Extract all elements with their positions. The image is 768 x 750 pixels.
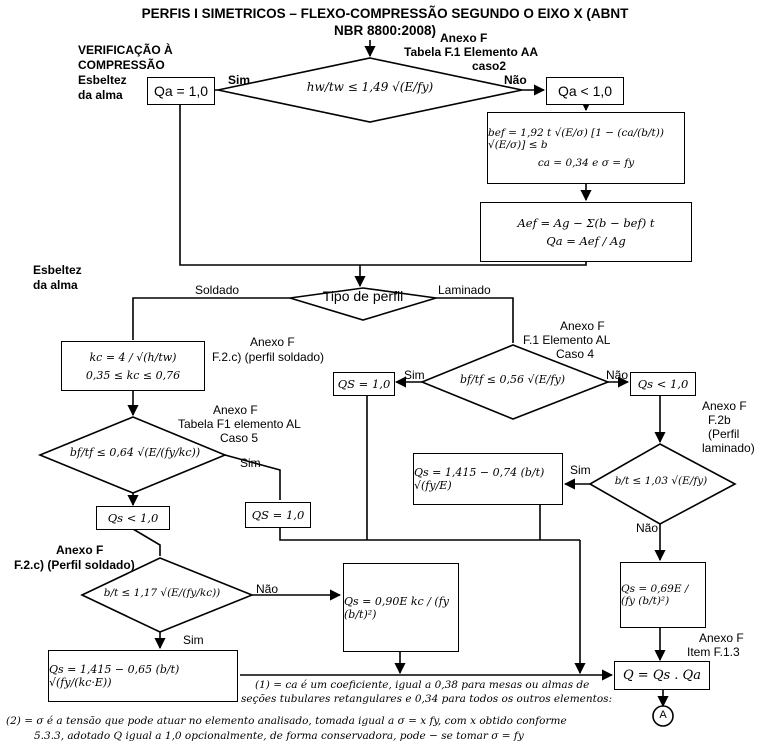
anexo-al5-3: Caso 5 (220, 431, 259, 445)
label-nao-117: Não (256, 582, 279, 596)
alma-label: da alma (33, 278, 78, 292)
box-qs-solo-text: Qs = 1,415 − 0,65 (b/t) √(fy/(kc·E)) (49, 663, 180, 689)
box-qslt1-left-text: Qs < 1,0 (107, 511, 159, 525)
anexo-f2c-bold-2: F.2.c) (Perfil soldado) (14, 558, 135, 572)
box-qs1-left: QS = 1,0 (245, 502, 311, 528)
anexo-f13-2: Item F.1.3 (687, 645, 740, 659)
title-line2: NBR 8800:2008) (333, 23, 437, 38)
label-nao-f2b: Não (636, 521, 659, 535)
box-qs-069: Qs = 0,69E / (fy (b/t)²) (620, 562, 706, 628)
anexo-f2c-top-2: F.2.c) (perfil soldado) (212, 350, 325, 364)
box-qa-1: Qa = 1,0 (147, 77, 215, 105)
box-qa-lt-1-text: Qa < 1,0 (557, 83, 613, 99)
anexo-f2b-3: (Perfil (708, 427, 740, 441)
d117-formula: b/t ≤ 1,17 √(E/(fy/kc)) (103, 587, 221, 599)
label-nao-1: Não (504, 73, 527, 87)
note-1a: (1) = ca é um coeficiente, igual a 0,38 … (255, 679, 590, 691)
qa-formula: Qa = Aef / Ag (546, 234, 626, 248)
bef-formula: bef = 1,92 t √(E/σ) [1 − (ca/(b/t)) √(E/… (488, 127, 664, 151)
box-qa-1-text: Qa = 1,0 (153, 83, 209, 99)
header-compressao: COMPRESSÃO (78, 58, 165, 72)
box-aef: Aef = Ag − Σ(b − bef) t Qa = Aef / Ag (480, 202, 692, 262)
box-q: Q = Qs . Qa (614, 661, 710, 690)
label-sim-f2b: Sim (570, 463, 591, 477)
decision-web-slenderness (217, 57, 523, 123)
f2b-formula: b/t ≤ 1,03 √(E/fy) (614, 475, 708, 487)
box-kc: kc = 4 / √(h/tw) 0,35 ≤ kc ≤ 0,76 (61, 341, 205, 391)
label-sim-117: Sim (183, 633, 204, 647)
anexo-f2b-2: F.2b (708, 413, 731, 427)
box-qs-069-text: Qs = 0,69E / (fy (b/t)²) (621, 583, 689, 607)
anexo-aa-2: Tabela F.1 Elemento AA (404, 45, 539, 59)
anexo-aa-1: Anexo F (440, 31, 488, 45)
note-2a: (2) = σ é a tensão que pode atuar no ele… (6, 715, 567, 727)
aef-formula: Aef = Ag − Σ(b − bef) t (517, 216, 655, 230)
kc-formula: kc = 4 / √(h/tw) (89, 350, 177, 364)
box-qslt1-left: Qs < 1,0 (96, 506, 170, 530)
box-qs1-right-text: QS = 1,0 (337, 377, 391, 391)
anexo-f2c-bold-1: Anexo F (56, 543, 104, 557)
box-qslt1-right: Qs < 1,0 (630, 372, 696, 396)
decision-al-caso4 (419, 344, 611, 420)
box-qs1-left-text: QS = 1,0 (251, 508, 305, 522)
label-sim-1: Sim (228, 73, 251, 87)
box-q-text: Q = Qs . Qa (623, 668, 701, 683)
note-1b: seções tubulares retangulares e 0,34 par… (241, 693, 613, 705)
decision-web-formula: hw/tw ≤ 1,49 √(E/fy) (306, 80, 434, 94)
label-nao-al4: Não (606, 368, 629, 382)
anexo-f2b-4: laminado) (702, 441, 755, 455)
esbeltez-label: Esbeltez (33, 263, 82, 277)
header-esbeltez: Esbeltez (78, 73, 127, 87)
al4-formula: bf/tf ≤ 0,56 √(E/fy) (459, 373, 566, 386)
decision-tipo-perfil (289, 287, 437, 321)
label-laminado: Laminado (438, 283, 491, 297)
label-sim-al5: Sim (240, 456, 261, 470)
anexo-al4-3: Caso 4 (556, 347, 595, 361)
box-qs1-right: QS = 1,0 (333, 372, 395, 396)
box-qs-090: Qs = 0,90E kc / (fy (b/t)²) (343, 563, 459, 652)
note-2b: 5.3.3, adotado Q igual a 1,0 opcionalmen… (34, 730, 524, 742)
label-sim-al4: Sim (404, 368, 425, 382)
anexo-al4-1: Anexo F (560, 319, 605, 333)
box-qa-lt-1: Qa < 1,0 (546, 77, 624, 105)
anexo-f13-1: Anexo F (699, 631, 744, 645)
title-line1: PERFIS I SIMETRICOS – FLEXO-COMPRESSÃO S… (141, 6, 629, 21)
tipo-perfil-text: Tipo de perfil (322, 288, 404, 304)
header-alma: da alma (78, 88, 123, 102)
box-bef: bef = 1,92 t √(E/σ) [1 − (ca/(b/t)) √(E/… (487, 112, 685, 184)
header-verificacao: VERIFICAÇÃO À (78, 43, 173, 57)
anexo-f2c-top-1: Anexo F (250, 335, 295, 349)
label-soldado: Soldado (195, 283, 240, 297)
box-qs-solo: Qs = 1,415 − 0,65 (b/t) √(fy/(kc·E)) (48, 650, 238, 702)
anexo-al5-2: Tabela F1 elemento AL (178, 417, 301, 431)
ca-formula: ca = 0,34 e σ = fy (537, 157, 635, 169)
anexo-f2b-1: Anexo F (702, 399, 747, 413)
connector-a: A (659, 709, 667, 721)
box-qslt1-right-text: Qs < 1,0 (637, 377, 689, 391)
box-qs-laminado: Qs = 1,415 − 0,74 (b/t) √(fy/E) (413, 453, 563, 505)
box-qs-laminado-text: Qs = 1,415 − 0,74 (b/t) √(fy/E) (414, 466, 545, 492)
anexo-aa-3: caso2 (472, 59, 507, 73)
box-qs-090-text: Qs = 0,90E kc / (fy (b/t)²) (344, 594, 449, 621)
anexo-al5-1: Anexo F (213, 403, 258, 417)
anexo-al4-2: F.1 Elemento AL (523, 333, 611, 347)
connector-a-circle (652, 705, 674, 727)
al5-formula: bf/tf ≤ 0,64 √(E/(fy/kc)) (69, 446, 201, 459)
kc-range: 0,35 ≤ kc ≤ 0,76 (85, 368, 181, 382)
